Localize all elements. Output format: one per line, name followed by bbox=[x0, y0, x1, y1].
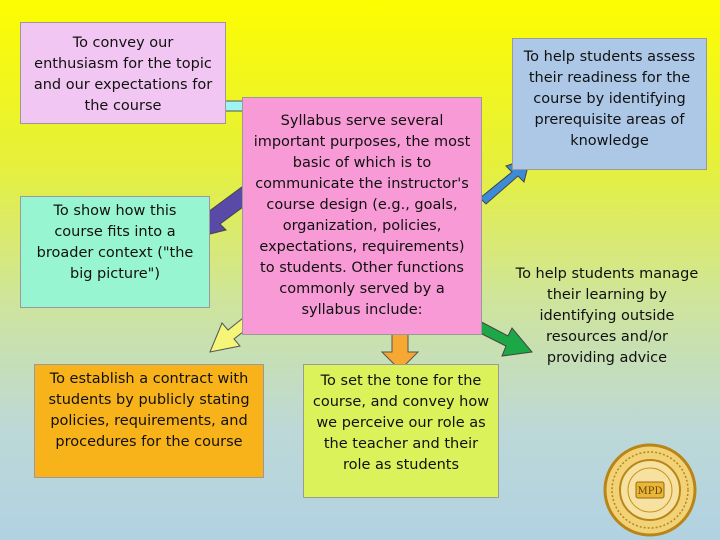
purpose-tone-box: To set the tone for the course, and conv… bbox=[303, 364, 499, 498]
purpose-enthusiasm-text: To convey our enthusiasm for the topic a… bbox=[33, 35, 213, 114]
purpose-big-picture-text: To show how this course fits into a broa… bbox=[36, 203, 194, 282]
purpose-enthusiasm-box: To convey our enthusiasm for the topic a… bbox=[20, 22, 226, 124]
central-box: Syllabus serve several important purpose… bbox=[242, 97, 482, 335]
purpose-contract-text: To establish a contract with students by… bbox=[48, 371, 250, 450]
purpose-manage-box: To help students manage their learning b… bbox=[506, 262, 708, 374]
seal-emblem: MPD bbox=[603, 443, 697, 537]
purpose-manage-text: To help students manage their learning b… bbox=[515, 266, 699, 366]
purpose-big-picture-box: To show how this course fits into a broa… bbox=[20, 196, 210, 308]
purpose-tone-text: To set the tone for the course, and conv… bbox=[312, 373, 490, 473]
purpose-contract-box: To establish a contract with students by… bbox=[34, 364, 264, 478]
university-seal: MPD bbox=[603, 443, 697, 537]
central-text: Syllabus serve several important purpose… bbox=[253, 113, 471, 318]
seal-text: MPD bbox=[638, 486, 663, 497]
purpose-readiness-text: To help students assess their readiness … bbox=[523, 49, 696, 149]
purpose-readiness-box: To help students assess their readiness … bbox=[512, 38, 707, 170]
